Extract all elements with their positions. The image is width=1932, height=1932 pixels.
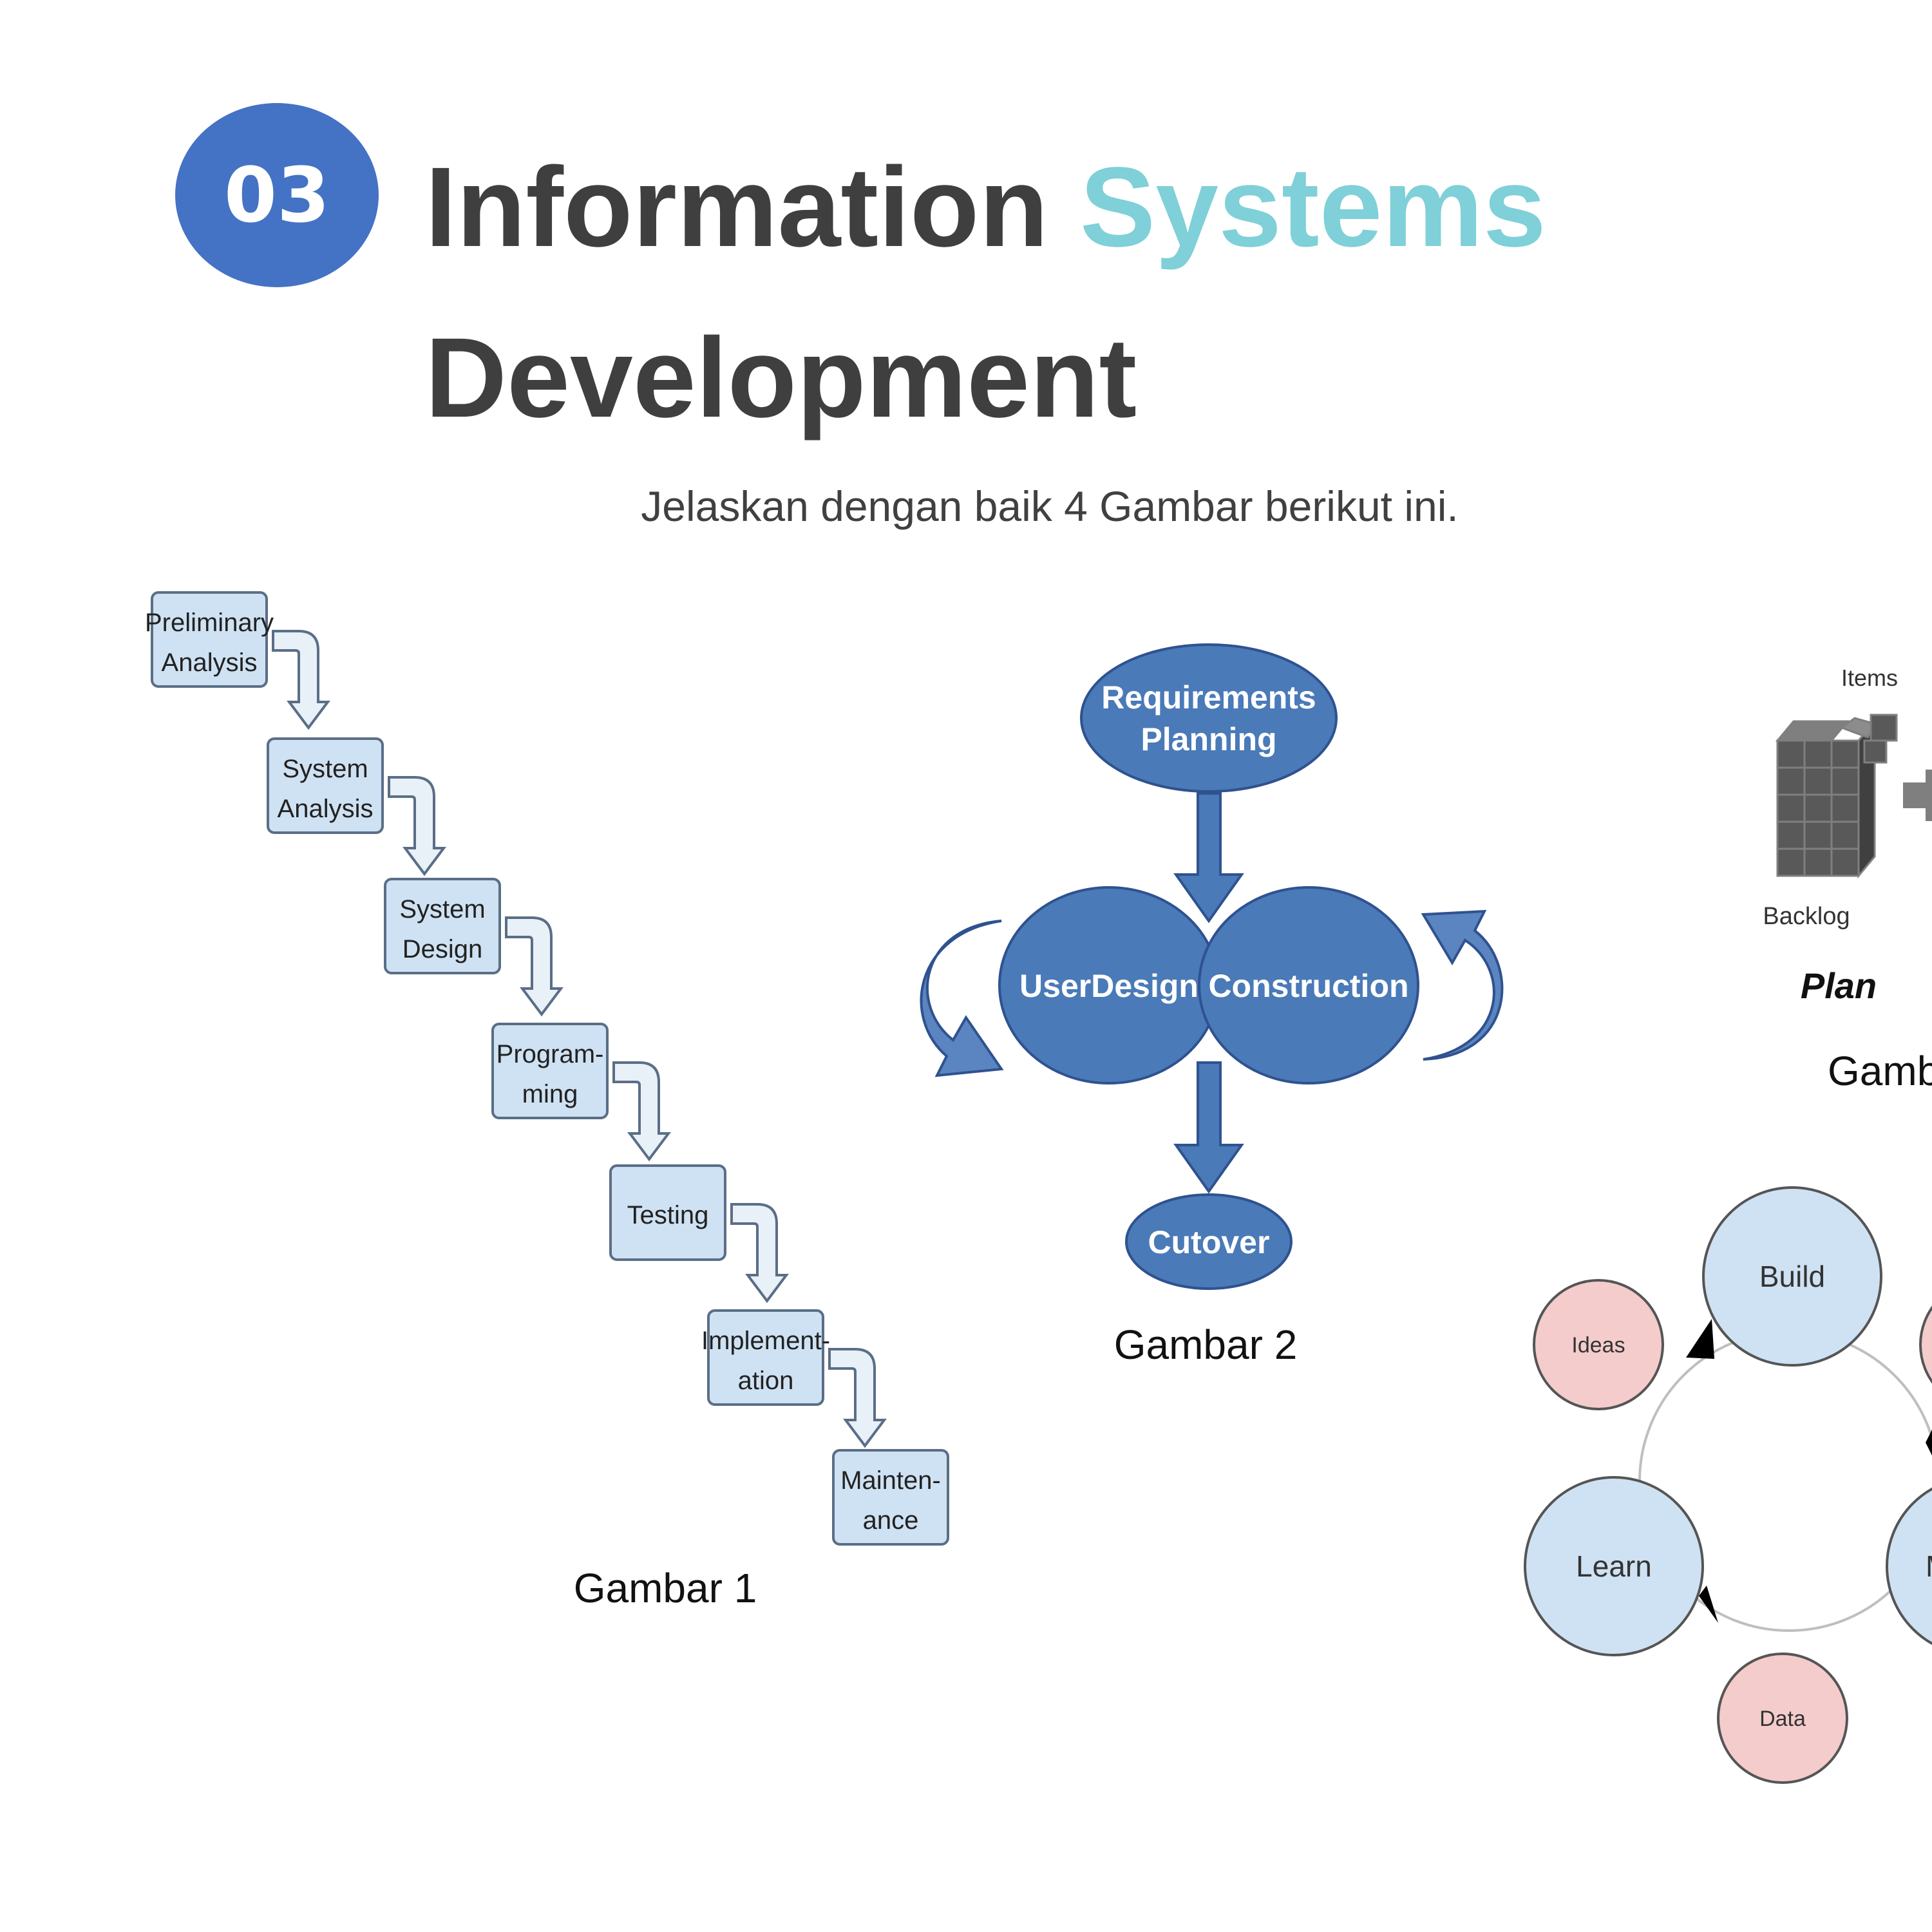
rad-user-design-label: UserDesign <box>1019 968 1198 1004</box>
build-measure-learn-diagram: Build Learn M Ideas Data <box>1524 1186 1932 1784</box>
learn-label: Learn <box>1576 1549 1652 1583</box>
waterfall-step: Mainten-ance <box>832 1449 949 1546</box>
waterfall-step-label: Program- <box>497 1040 604 1068</box>
rad-requirements-label-2: Planning <box>1141 721 1276 757</box>
rad-cutover-node <box>1125 1193 1293 1290</box>
waterfall-step-label: Testing <box>627 1201 709 1229</box>
waterfall-step-label: ation <box>738 1367 794 1395</box>
waterfall-connector-arrow <box>272 630 330 730</box>
instruction-text: Jelaskan dengan baik 4 Gambar berikut in… <box>641 482 1459 530</box>
ideas-label: Ideas <box>1571 1333 1625 1358</box>
waterfall-step-label: Implement- <box>701 1327 830 1355</box>
waterfall-step-label: Preliminary <box>145 609 274 637</box>
waterfall-connector-arrow <box>612 1061 671 1162</box>
build-node <box>1702 1186 1882 1367</box>
waterfall-step-box <box>832 1449 949 1546</box>
rad-construction-node <box>1198 886 1419 1084</box>
rad-right-loop-arrow <box>1421 909 1504 1061</box>
section-number-badge: 03 <box>175 103 379 287</box>
build-label: Build <box>1759 1260 1825 1293</box>
ideas-node <box>1533 1279 1664 1410</box>
learn-node <box>1524 1476 1704 1656</box>
data-node <box>1717 1653 1848 1784</box>
waterfall-step: Implement-ation <box>701 1309 830 1406</box>
next-arrow-icon <box>1903 770 1932 821</box>
title-word-systems: Systems <box>1079 144 1546 270</box>
waterfall-step-box <box>707 1309 824 1406</box>
measure-node <box>1886 1487 1932 1645</box>
cycle-arrowhead-measure <box>1926 1430 1932 1455</box>
gambar3-caption: Gamb <box>1828 1048 1932 1094</box>
rad-down-arrow-bottom <box>1173 1061 1244 1194</box>
waterfall-step-box <box>384 878 501 974</box>
rad-requirements-label-1: Requirements <box>1101 679 1316 715</box>
product-node <box>1919 1305 1932 1384</box>
waterfall-step-box <box>151 591 268 688</box>
rad-cutover-label: Cutover <box>1148 1224 1270 1260</box>
gambar1-caption: Gambar 1 <box>574 1565 757 1611</box>
rad-requirements-planning-node <box>1080 643 1338 793</box>
items-label: Items <box>1841 665 1898 691</box>
section-number: 03 <box>223 151 330 240</box>
waterfall-step: Testing <box>609 1164 726 1261</box>
waterfall-step-label: Analysis <box>162 649 258 677</box>
waterfall-connector-arrow <box>828 1348 887 1448</box>
waterfall-diagram: PreliminaryAnalysisSystemAnalysisSystemD… <box>145 591 949 1546</box>
rad-diagram: Requirements Planning UserDesign Constru… <box>920 643 1504 1290</box>
scrum-diagram: Items Backlog Plan <box>1763 665 1932 1006</box>
title-word-development: Development <box>425 315 1137 441</box>
cycle-arrowhead-learn <box>1699 1586 1718 1623</box>
waterfall-step-label: System <box>282 755 368 783</box>
waterfall-step-box <box>267 737 384 834</box>
waterfall-connector-arrow <box>388 776 446 876</box>
backlog-cubes-icon <box>1775 714 1898 879</box>
rad-down-arrow-top <box>1173 792 1244 923</box>
measure-label-partial: M <box>1926 1549 1932 1583</box>
rad-construction-label: Construction <box>1208 968 1408 1004</box>
gambar2-caption: Gambar 2 <box>1114 1321 1298 1368</box>
waterfall-step-box <box>609 1164 726 1261</box>
waterfall-step-label: ance <box>863 1506 919 1535</box>
cycle-arrowhead-build <box>1686 1319 1714 1359</box>
waterfall-step: Program-ming <box>491 1023 609 1119</box>
waterfall-step-label: Analysis <box>278 795 374 823</box>
waterfall-step-label: Mainten- <box>840 1466 941 1495</box>
title-word-information: Information <box>425 144 1048 270</box>
waterfall-step-label: ming <box>522 1080 578 1108</box>
waterfall-step-label: Design <box>402 935 483 963</box>
waterfall-connector-arrow <box>730 1203 789 1303</box>
waterfall-step-label: System <box>399 895 485 923</box>
waterfall-connector-arrow <box>505 916 564 1017</box>
backlog-label: Backlog <box>1763 903 1850 930</box>
rad-left-loop-arrow <box>920 920 1004 1077</box>
data-label: Data <box>1759 1707 1806 1731</box>
waterfall-step-box <box>491 1023 609 1119</box>
plan-label: Plan <box>1801 965 1877 1006</box>
